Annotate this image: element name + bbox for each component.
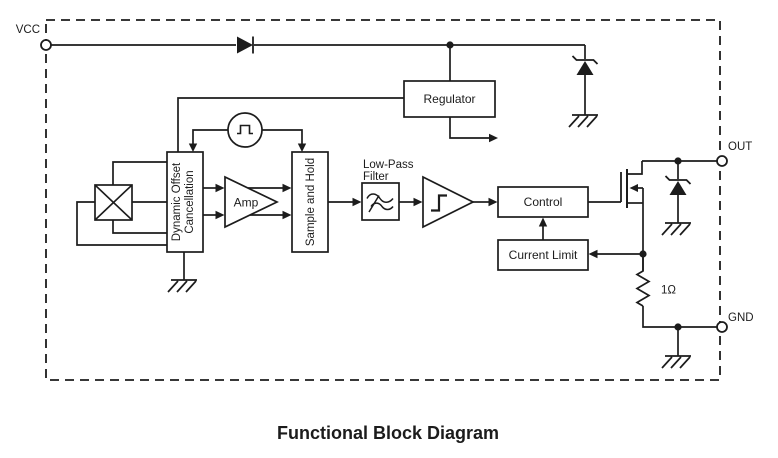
arrow-amp-in-lower xyxy=(215,210,225,220)
lpf-label-line1: Low-Pass xyxy=(363,159,414,171)
junction-dot xyxy=(674,323,682,331)
doc-label-line1: Dynamic Offset xyxy=(171,162,183,241)
wire-regulator-to-doc xyxy=(177,97,404,152)
schmitt-trigger-symbol xyxy=(422,175,475,229)
vcc-terminal xyxy=(40,39,52,51)
junction-dot xyxy=(639,250,647,258)
zener-diode-out-icon xyxy=(664,175,692,195)
regulator-block: Regulator xyxy=(403,80,496,118)
out-terminal xyxy=(716,155,728,167)
junction-dot xyxy=(446,41,454,49)
chip-boundary xyxy=(45,19,721,381)
amp-symbol: Amp xyxy=(224,175,279,229)
doc-label-line2: Cancellation xyxy=(184,170,196,233)
resistor-value-label: 1Ω xyxy=(661,285,676,297)
diode-icon xyxy=(237,36,254,54)
wire-clock-to-sh xyxy=(262,129,303,144)
clock-icon xyxy=(227,112,263,148)
hall-element-icon xyxy=(94,184,133,221)
arrow-climit-in xyxy=(588,249,598,259)
current-limit-block: Current Limit xyxy=(497,239,589,271)
arrow-control-in xyxy=(488,197,498,207)
wires xyxy=(51,44,717,356)
low-pass-filter-icon xyxy=(366,193,394,213)
wire-hall-left xyxy=(76,201,167,246)
vcc-label: VCC xyxy=(16,24,40,36)
page-title: Functional Block Diagram xyxy=(277,423,499,443)
wire-drain xyxy=(627,161,643,175)
arrow-sh-in-upper xyxy=(282,183,292,193)
arrow-clock-doc xyxy=(188,143,198,152)
schmitt-trigger-icon xyxy=(431,194,447,212)
control-label: Control xyxy=(524,195,563,209)
wire-hall-bottom xyxy=(112,220,167,234)
ground-symbols xyxy=(167,114,691,369)
wire-clock-to-doc xyxy=(192,129,228,144)
junction-dot xyxy=(674,157,682,165)
gnd-terminal xyxy=(716,321,728,333)
wire-hall-top xyxy=(112,161,167,185)
arrowheads xyxy=(188,133,598,259)
arrow-regulator-out xyxy=(489,133,498,143)
junction-dots xyxy=(446,41,682,331)
ground-icon-out-zener xyxy=(661,222,691,236)
lpf-label-line2: Filter xyxy=(363,171,389,183)
zener-diode-top-icon xyxy=(571,55,599,75)
control-block: Control xyxy=(497,186,589,218)
wire-gnd-rail xyxy=(642,306,717,328)
regulator-label: Regulator xyxy=(423,92,475,106)
ground-icon-bottom xyxy=(661,355,691,369)
sample-and-hold-block: Sample and Hold xyxy=(291,151,329,253)
dynamic-offset-cancellation-block: Dynamic Offset Cancellation xyxy=(166,151,204,253)
mosfet-icon xyxy=(620,169,638,208)
ground-icon-top-zener xyxy=(568,114,598,128)
low-pass-filter-block: Low-Pass Filter xyxy=(361,159,414,221)
current-limit-label: Current Limit xyxy=(509,248,578,262)
arrow-sh-in-lower xyxy=(282,210,292,220)
arrow-amp-in-upper xyxy=(215,183,225,193)
arrow-climit-up xyxy=(538,217,548,227)
ground-icon-doc xyxy=(167,279,197,293)
out-label: OUT xyxy=(728,141,752,153)
arrow-schmitt-in xyxy=(413,197,423,207)
amp-label: Amp xyxy=(234,196,259,210)
wire-regulator-out xyxy=(449,117,489,139)
arrow-lpf-in xyxy=(352,197,362,207)
gnd-label: GND xyxy=(728,312,754,324)
resistor-icon xyxy=(635,254,651,307)
arrow-clock-sh xyxy=(297,143,307,152)
sample-hold-label: Sample and Hold xyxy=(305,158,317,246)
